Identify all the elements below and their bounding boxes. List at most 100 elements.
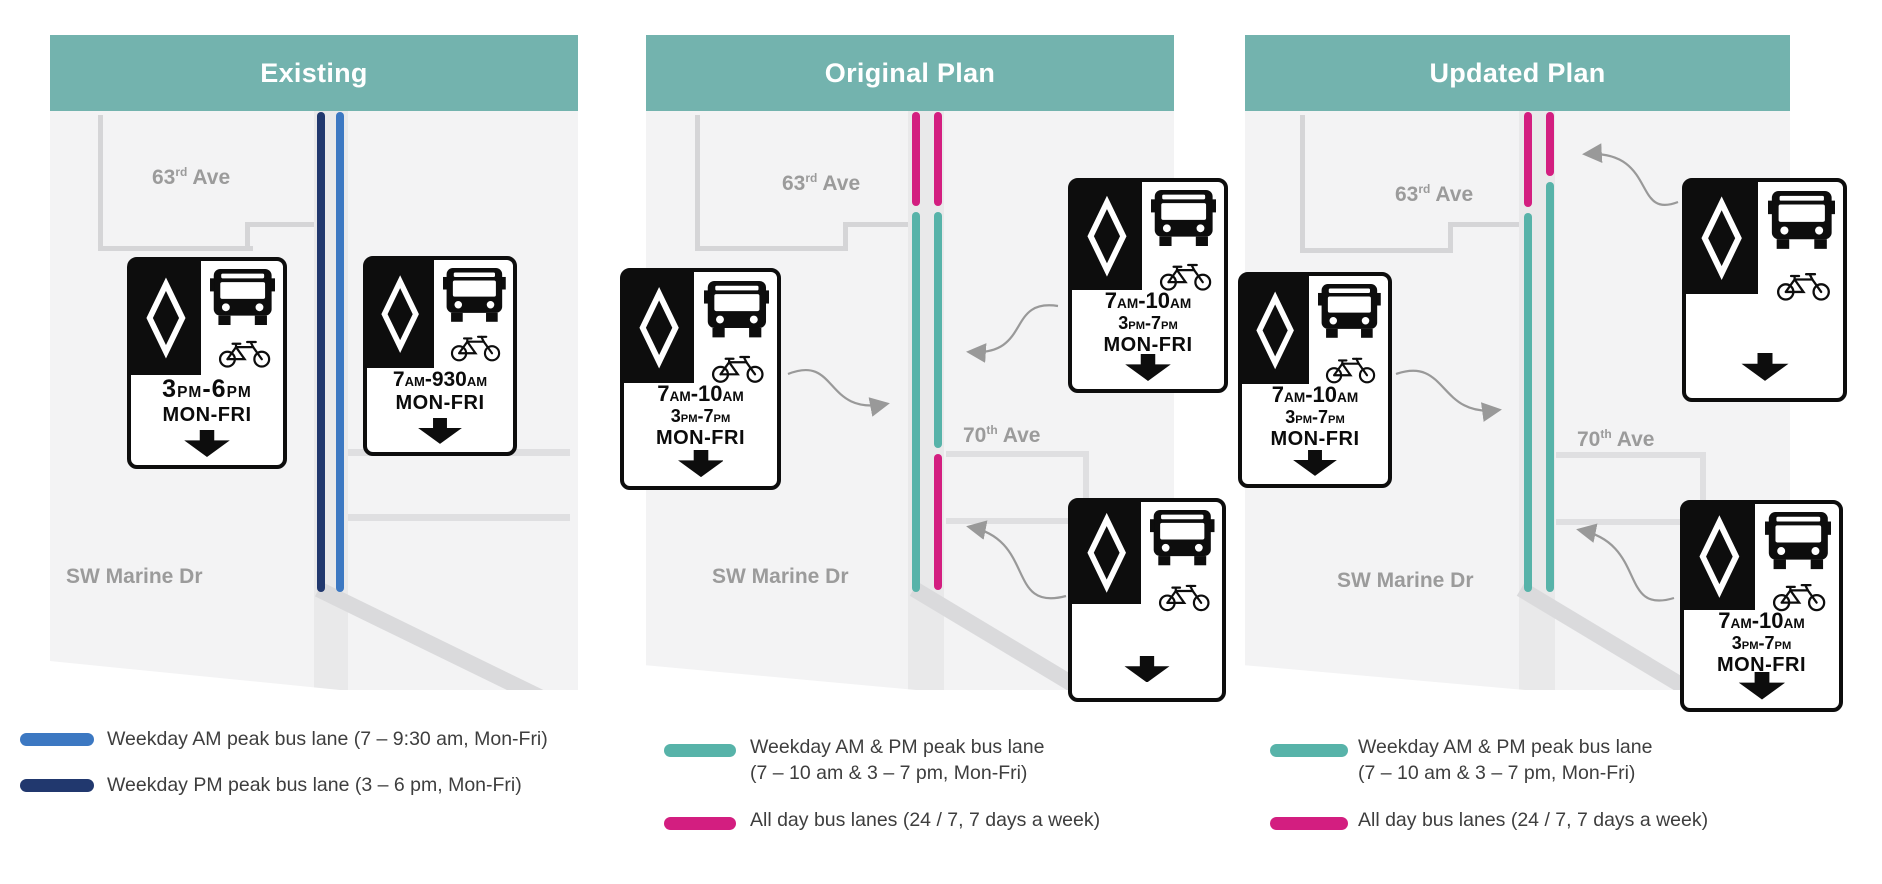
lane-updated-left-allday-top — [1524, 112, 1532, 207]
legend-swatch-all-day — [1270, 817, 1348, 830]
bicycle-icon — [218, 341, 270, 369]
side-street — [695, 115, 700, 248]
down-arrow-icon — [1738, 672, 1785, 700]
street-label-sw-marine-dr: SW Marine Dr — [66, 565, 203, 588]
hov-diamond-icon — [1072, 502, 1141, 604]
lane-existing-pm-peak — [317, 112, 325, 592]
hov-diamond-icon — [1242, 276, 1310, 385]
sign-original-all-day — [1068, 498, 1226, 702]
sign-days: MON-FRI — [1716, 654, 1807, 677]
street-63rd — [695, 246, 845, 251]
hov-diamond-icon — [624, 272, 695, 384]
sign-hours-pm: 3PM-7PM — [1731, 633, 1792, 654]
legend-swatch-peak — [664, 744, 736, 757]
hov-diamond-icon — [131, 261, 201, 376]
bus-icon — [1767, 190, 1836, 249]
street-63rd-jog — [1448, 222, 1453, 253]
bus-icon — [210, 269, 276, 326]
street-70th-connector — [1700, 452, 1706, 525]
bus-icon — [1317, 284, 1381, 339]
hov-diamond-icon — [1684, 504, 1756, 611]
sign-hours-am: 7AM-10AM — [657, 381, 744, 407]
legend-label-all-day: All day bus lanes (24 / 7, 7 days a week… — [1358, 809, 1709, 831]
cross-street — [348, 514, 570, 521]
panel-title: Original Plan — [824, 57, 996, 88]
sign-updated-left-peak: 7AM-10AM 3PM-7PM MON-FRI — [1238, 272, 1392, 488]
sign-days: MON-FRI — [655, 427, 746, 450]
street-63rd — [1448, 222, 1528, 227]
bus-icon — [703, 280, 770, 337]
bus-icon — [442, 267, 506, 322]
street-63rd — [98, 246, 253, 251]
street-label-sw-marine-dr: SW Marine Dr — [712, 565, 849, 588]
panel-header-existing: Existing — [50, 35, 578, 111]
bicycle-icon — [1159, 263, 1211, 291]
bus-icon — [1151, 190, 1217, 247]
sign-hours-am: 7AM-10AM — [1271, 382, 1359, 408]
legend-swatch-all-day — [664, 817, 736, 830]
side-street — [1300, 115, 1305, 250]
legend-label-peak: Weekday AM & PM peak bus lane (7 – 10 am… — [1358, 736, 1653, 784]
map-water-edge — [50, 661, 340, 690]
bicycle-icon — [1776, 273, 1830, 302]
legend-label-all-day: All day bus lanes (24 / 7, 7 days a week… — [750, 809, 1101, 831]
street-label-70th-ave: 70th Ave — [1577, 427, 1655, 451]
street-63rd — [843, 222, 928, 227]
down-arrow-icon — [184, 429, 230, 457]
sign-hours-pm: 3PM-7PM — [1285, 407, 1345, 428]
sign-hours-am: 7AM-10AM — [1718, 608, 1805, 634]
sign-hours-pm: 3PM-7PM — [1118, 312, 1178, 333]
down-arrow-icon — [418, 418, 462, 445]
street-63rd — [1300, 248, 1450, 253]
sign-existing-pm-peak: 3PM-6PM MON-FRI — [127, 257, 287, 469]
bicycle-icon — [1326, 357, 1376, 384]
panel-title: Updated Plan — [1429, 57, 1606, 88]
lane-original-right-allday-bottom — [934, 454, 942, 590]
sign-hours: 7AM-930AM — [392, 367, 488, 391]
sign-original-left-peak: 7AM-10AM 3PM-7PM MON-FRI — [620, 268, 781, 490]
sign-days: MON-FRI — [162, 403, 252, 426]
bicycle-icon — [1158, 585, 1210, 612]
sign-updated-all-day — [1682, 178, 1847, 402]
map-water-edge — [1245, 665, 1525, 690]
sign-existing-am-peak: 7AM-930AM MON-FRI — [363, 256, 517, 456]
street-63rd — [245, 222, 335, 227]
legend-label-am-peak: Weekday AM peak bus lane (7 – 9:30 am, M… — [107, 728, 548, 750]
street-label-sw-marine-dr: SW Marine Dr — [1337, 569, 1474, 592]
lane-updated-right-peak — [1546, 182, 1554, 592]
legend-swatch-peak — [1270, 744, 1348, 757]
down-arrow-icon — [1125, 353, 1171, 381]
street-label-63rd-ave: 63rd Ave — [152, 165, 231, 189]
legend-label-pm-peak: Weekday PM peak bus lane (3 – 6 pm, Mon-… — [107, 774, 522, 796]
down-arrow-icon — [1740, 352, 1789, 381]
street-70th-connector — [1083, 451, 1089, 524]
lane-original-left-peak — [912, 212, 920, 592]
lane-original-right-peak — [934, 212, 942, 448]
bicycle-icon — [451, 335, 501, 362]
panel-header-updated-plan: Updated Plan — [1245, 35, 1790, 111]
street-70th — [1556, 519, 1686, 525]
sign-hours: 3PM-6PM — [162, 375, 252, 404]
street-70th — [946, 518, 1086, 524]
bus-icon — [1150, 509, 1215, 566]
sign-days: MON-FRI — [395, 391, 485, 414]
legend-label-peak: Weekday AM & PM peak bus lane (7 – 10 am… — [750, 736, 1045, 784]
bus-icon — [1764, 512, 1832, 570]
sign-hours-am: 7AM-10AM — [1104, 287, 1192, 313]
sign-hours-pm: 3PM-7PM — [670, 406, 731, 427]
down-arrow-icon — [1124, 655, 1170, 683]
lane-updated-left-peak — [1524, 213, 1532, 592]
bicycle-icon — [712, 356, 764, 384]
street-70th — [946, 451, 1086, 457]
panel-header-original-plan: Original Plan — [646, 35, 1174, 111]
street-label-63rd-ave: 63rd Ave — [1395, 182, 1474, 206]
panel-title: Existing — [260, 57, 368, 88]
legend-swatch-am-peak — [20, 733, 94, 746]
hov-diamond-icon — [1686, 182, 1759, 295]
street-63rd-jog — [843, 222, 848, 251]
lane-original-left-allday-top — [912, 112, 920, 206]
sign-updated-bottom-peak: 7AM-10AM 3PM-7PM MON-FRI — [1680, 500, 1843, 712]
sign-original-right-peak: 7AM-10AM 3PM-7PM MON-FRI — [1068, 178, 1228, 393]
lane-original-right-allday-top — [934, 112, 942, 206]
